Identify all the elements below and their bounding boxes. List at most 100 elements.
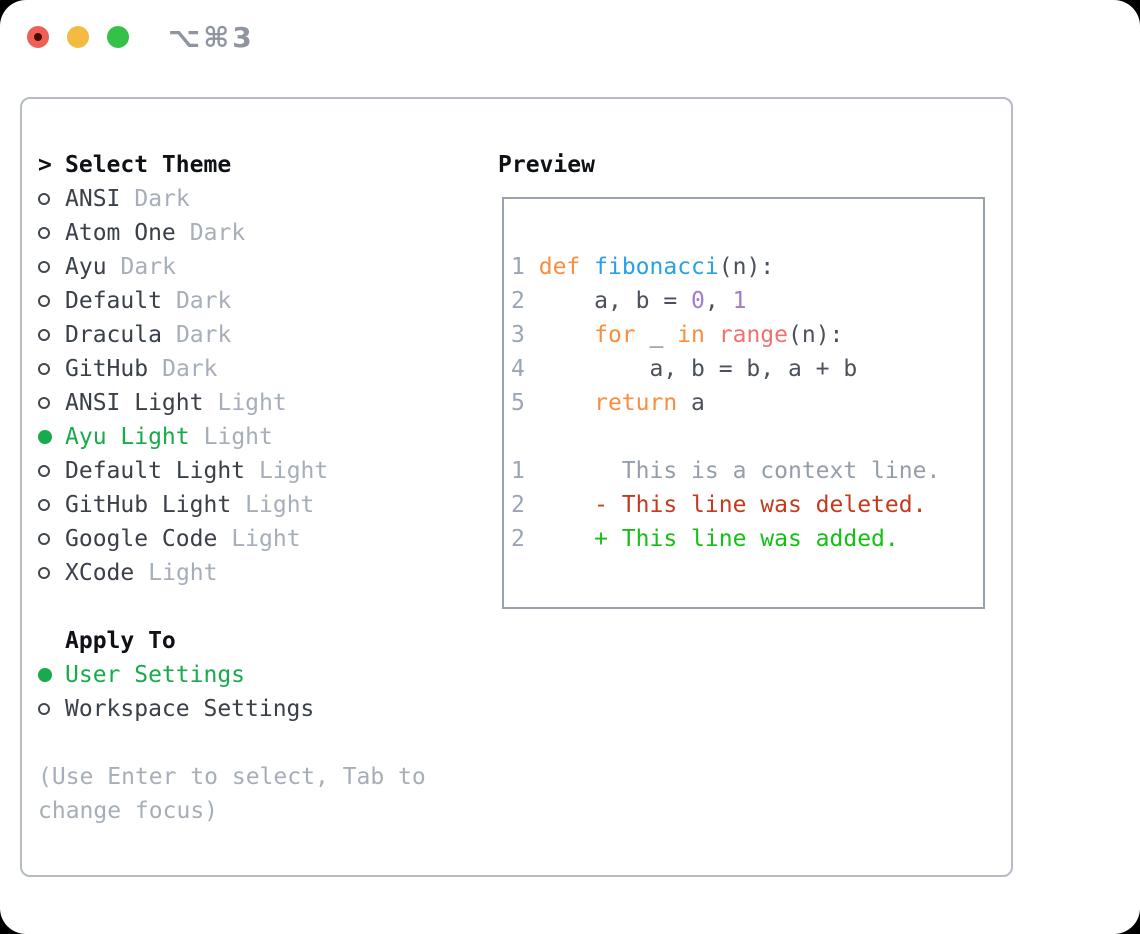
theme-option-label: Ayu bbox=[65, 254, 107, 280]
code-token bbox=[705, 322, 719, 348]
radio-icon bbox=[38, 193, 50, 205]
theme-variant-badge: Dark bbox=[134, 186, 190, 212]
radio-icon bbox=[38, 397, 50, 409]
line-number: 4 bbox=[511, 356, 525, 382]
radio-icon bbox=[38, 567, 50, 579]
theme-variant-badge: Light bbox=[231, 526, 301, 552]
theme-option-default-light[interactable]: Default Light Light bbox=[38, 454, 468, 488]
apply-option-workspace-settings[interactable]: Workspace Settings bbox=[38, 692, 468, 726]
code-token: def bbox=[538, 254, 581, 280]
theme-variant-badge: Dark bbox=[120, 254, 176, 280]
code-token: (n): bbox=[788, 322, 844, 348]
apply-option-label: Workspace Settings bbox=[65, 696, 315, 722]
radio-icon bbox=[38, 703, 50, 715]
code-token: a, b = bbox=[538, 288, 692, 314]
code-token: a, b = b, a + b bbox=[538, 356, 858, 382]
line-number: 2 bbox=[511, 492, 525, 518]
apply-option-user-settings[interactable]: User Settings bbox=[38, 658, 468, 692]
theme-option-label: Dracula bbox=[65, 322, 162, 348]
code-token: in bbox=[677, 322, 705, 348]
theme-option-label: Atom One bbox=[65, 220, 176, 246]
theme-option-label: Google Code bbox=[65, 526, 218, 552]
select-theme-header-label: Select Theme bbox=[65, 152, 232, 178]
code-token: This is a context line. bbox=[538, 458, 941, 484]
radio-icon bbox=[38, 465, 50, 477]
theme-option-ansi[interactable]: ANSI Dark bbox=[38, 182, 468, 216]
code-token: 1 bbox=[732, 288, 747, 314]
close-button[interactable] bbox=[27, 26, 49, 48]
code-token: _ bbox=[635, 322, 678, 348]
code-token: a bbox=[677, 390, 705, 416]
line-number: 1 bbox=[511, 254, 525, 280]
code-token: return bbox=[594, 390, 678, 416]
radio-selected-icon bbox=[38, 430, 52, 444]
theme-option-github[interactable]: GitHub Dark bbox=[38, 352, 468, 386]
window-title: ⌥⌘3 bbox=[168, 21, 255, 54]
code-line: 5 return a bbox=[511, 386, 940, 420]
select-theme-header: > Select Theme bbox=[38, 148, 468, 182]
theme-option-label: ANSI bbox=[65, 186, 121, 212]
theme-variant-badge: Light bbox=[148, 560, 218, 586]
code-token: range bbox=[718, 322, 789, 348]
theme-variant-badge: Dark bbox=[189, 220, 246, 246]
line-number: 2 bbox=[511, 288, 525, 314]
theme-option-label: Default Light bbox=[65, 458, 246, 484]
theme-variant-badge: Dark bbox=[175, 288, 232, 314]
code-line: 2 + This line was added. bbox=[511, 522, 940, 556]
spacer bbox=[38, 726, 468, 760]
radio-icon bbox=[38, 261, 50, 273]
minimize-button[interactable] bbox=[67, 26, 89, 48]
radio-icon bbox=[38, 363, 50, 375]
apply-to-header: Apply To bbox=[38, 624, 468, 658]
hint-text: (Use Enter to select, Tab to change focu… bbox=[38, 764, 426, 824]
theme-option-google-code[interactable]: Google Code Light bbox=[38, 522, 468, 556]
theme-variant-badge: Dark bbox=[162, 356, 218, 382]
code-line: 4 a, b = b, a + b bbox=[511, 352, 940, 386]
theme-variant-badge: Light bbox=[245, 492, 315, 518]
radio-icon bbox=[38, 329, 50, 341]
theme-option-atom-one[interactable]: Atom One Dark bbox=[38, 216, 468, 250]
line-number: 3 bbox=[511, 322, 525, 348]
code-line: 1 This is a context line. bbox=[511, 454, 940, 488]
code-token: - This line was deleted. bbox=[538, 492, 927, 518]
code-token bbox=[539, 390, 594, 416]
theme-option-ansi-light[interactable]: ANSI Light Light bbox=[38, 386, 468, 420]
apply-option-label: User Settings bbox=[65, 662, 246, 688]
theme-option-label: GitHub bbox=[65, 356, 149, 382]
spacer bbox=[38, 590, 468, 624]
theme-variant-badge: Light bbox=[217, 390, 287, 416]
theme-variant-badge: Light bbox=[259, 458, 329, 484]
focus-prompt-icon: > bbox=[38, 152, 52, 178]
radio-icon bbox=[38, 533, 50, 545]
radio-icon bbox=[38, 295, 50, 307]
radio-icon bbox=[38, 227, 50, 239]
close-edited-dot-icon bbox=[34, 33, 42, 41]
code-token: 0 bbox=[691, 288, 705, 314]
line-number: 2 bbox=[511, 526, 525, 552]
marker-spacer bbox=[38, 624, 65, 658]
preview-header: Preview bbox=[498, 152, 595, 178]
theme-option-label: Ayu Light bbox=[65, 424, 190, 450]
theme-option-label: ANSI Light bbox=[65, 390, 204, 416]
apply-to-header-label: Apply To bbox=[65, 628, 176, 654]
code-token: , bbox=[704, 288, 733, 314]
theme-option-ayu[interactable]: Ayu Dark bbox=[38, 250, 468, 284]
code-line: 3 for _ in range(n): bbox=[511, 318, 940, 352]
code-token: fibonacci bbox=[594, 254, 719, 280]
code-line: 2 a, b = 0, 1 bbox=[511, 284, 940, 318]
zoom-button[interactable] bbox=[107, 26, 129, 48]
line-number: 1 bbox=[511, 458, 525, 484]
code-line: 1 def fibonacci(n): bbox=[511, 250, 940, 284]
radio-selected-icon bbox=[38, 668, 52, 682]
code-token: + This line was added. bbox=[538, 526, 899, 552]
